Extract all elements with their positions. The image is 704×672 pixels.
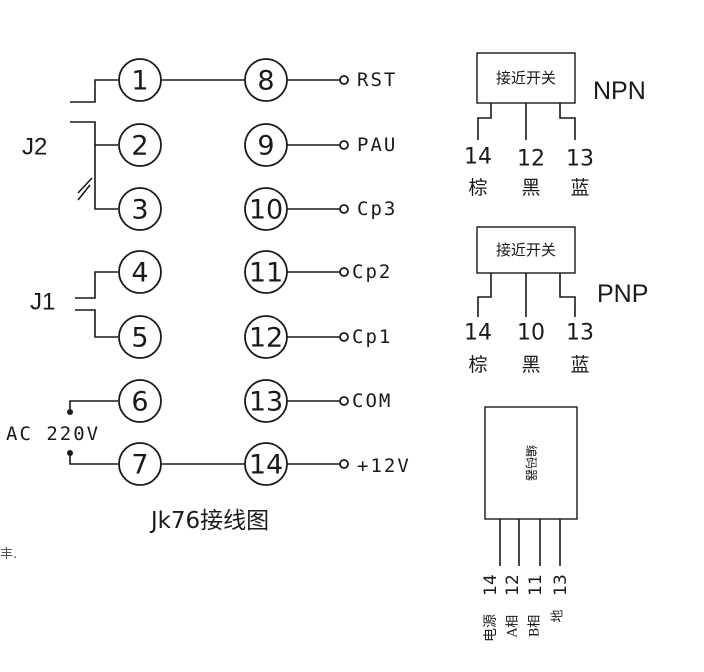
pnp-wire-1 <box>477 273 492 317</box>
svg-text:Cp2: Cp2 <box>352 261 392 283</box>
npn-wire-color-2: 黑 <box>521 177 540 199</box>
svg-text:14: 14 <box>249 450 283 481</box>
j1-wire-bottom <box>75 309 118 338</box>
npn-wire-num-2: 12 <box>517 147 545 172</box>
svg-text:11: 11 <box>249 258 283 289</box>
encoder-wire-label-2: A相 <box>506 615 521 638</box>
svg-text:Cp3: Cp3 <box>357 198 397 220</box>
pnp-wire-3 <box>559 273 576 317</box>
right-pin-13: 13 <box>244 379 288 423</box>
svg-text:PAU: PAU <box>357 134 397 156</box>
signal-cp1: Cp1 <box>339 326 392 348</box>
pnp-type-label: PNP <box>597 280 648 308</box>
svg-text:+12V: +12V <box>357 455 411 477</box>
pnp-wire-color-1: 棕 <box>468 354 487 376</box>
j2-switch-slash <box>77 177 93 194</box>
ac-node-top <box>67 409 73 415</box>
left-pin-7: 7 <box>118 442 162 486</box>
encoder-wire-num-3: 11 <box>526 574 546 596</box>
svg-text:3: 3 <box>131 195 148 226</box>
signal-12v: +12V <box>339 455 411 477</box>
left-pin-1: 1 <box>118 58 162 102</box>
npn-wire-1 <box>477 103 492 140</box>
pnp-box-label: 接近开关 <box>496 241 556 259</box>
svg-text:8: 8 <box>257 66 274 97</box>
j2-wire-top <box>70 79 118 103</box>
encoder-box-label: 编码器 <box>524 445 539 481</box>
npn-wire-color-1: 棕 <box>468 177 487 199</box>
right-pin-14: 14 <box>244 442 288 486</box>
left-pin-4: 4 <box>118 250 162 294</box>
signal-com: COM <box>339 390 392 412</box>
signal-cp2: Cp2 <box>339 261 392 283</box>
signal-pau: PAU <box>339 134 397 156</box>
diagram-title: Jk76接线图 <box>149 508 269 534</box>
pnp-wire-color-2: 黑 <box>521 354 540 376</box>
ac-wire-top <box>69 400 118 412</box>
encoder-wire-label-4: 地 <box>551 609 566 622</box>
ac-wire-bottom <box>69 453 118 465</box>
j2-wire-bottom <box>94 168 118 210</box>
j2-switch-slash-2 <box>77 184 91 201</box>
pnp-wire-num-1: 14 <box>464 321 492 346</box>
svg-text:13: 13 <box>249 387 283 418</box>
svg-text:10: 10 <box>249 195 283 226</box>
svg-text:9: 9 <box>257 131 274 162</box>
encoder-box <box>484 406 578 520</box>
npn-type-label: NPN <box>593 77 646 105</box>
right-pin-9: 9 <box>244 123 288 167</box>
svg-text:7: 7 <box>131 450 148 481</box>
ac-label: AC 220V <box>6 423 100 445</box>
pnp-wire-num-3: 13 <box>566 321 594 346</box>
left-pin-6: 6 <box>118 379 162 423</box>
right-pin-11: 11 <box>244 250 288 294</box>
j2-label: J2 <box>22 134 47 161</box>
npn-wire-3 <box>559 103 576 140</box>
svg-text:COM: COM <box>352 390 392 412</box>
npn-box-label: 接近开关 <box>496 69 556 87</box>
pnp-wire-num-2: 10 <box>517 321 545 346</box>
svg-text:2: 2 <box>131 131 148 162</box>
npn-wire-color-3: 蓝 <box>570 177 589 199</box>
encoder-wire-label-3: B相 <box>528 615 543 638</box>
svg-text:4: 4 <box>131 258 148 289</box>
right-pin-8: 8 <box>244 58 288 102</box>
svg-text:5: 5 <box>131 323 148 354</box>
encoder-wire-num-2: 12 <box>503 574 523 596</box>
svg-text:6: 6 <box>131 387 148 418</box>
npn-box <box>476 52 576 104</box>
left-pin-3: 3 <box>118 187 162 231</box>
signal-rst: RST <box>339 69 397 91</box>
encoder-wire-label-1: 电源 <box>483 614 499 642</box>
encoder-wire-num-1: 14 <box>481 574 501 596</box>
left-pin-5: 5 <box>118 315 162 359</box>
right-pin-10: 10 <box>244 187 288 231</box>
ac-node-bottom <box>67 450 73 456</box>
j1-label: J1 <box>30 289 55 316</box>
j1-wire-top <box>75 271 118 299</box>
npn-wire-num-3: 13 <box>566 147 594 172</box>
svg-text:RST: RST <box>357 69 397 91</box>
pnp-box <box>476 226 576 274</box>
j2-wire-mid <box>70 121 118 146</box>
left-pin-2: 2 <box>118 123 162 167</box>
svg-text:Cp1: Cp1 <box>352 326 392 348</box>
right-pin-12: 12 <box>244 315 288 359</box>
signal-cp3: Cp3 <box>339 198 397 220</box>
svg-text:1: 1 <box>131 66 148 97</box>
edge-fragment: 丰. <box>0 547 17 562</box>
npn-wire-num-1: 14 <box>464 145 492 170</box>
pnp-wire-color-3: 蓝 <box>570 354 589 376</box>
svg-text:12: 12 <box>249 323 283 354</box>
encoder-wire-num-4: 13 <box>551 574 571 596</box>
